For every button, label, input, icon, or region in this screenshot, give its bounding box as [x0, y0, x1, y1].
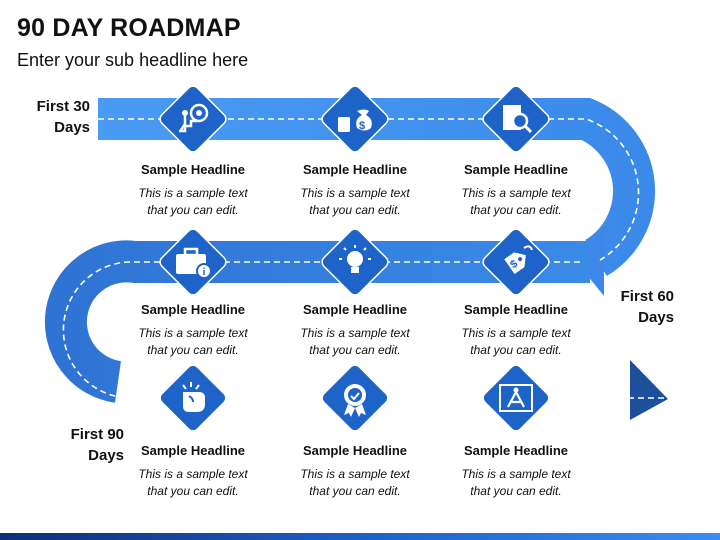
- stage-label-60: First 60 Days: [620, 288, 674, 326]
- road-segment-top: [98, 98, 656, 277]
- milestone-marker-4: i: [159, 228, 227, 296]
- blueprint-compass-icon: [499, 384, 533, 412]
- milestone-marker-3: [482, 85, 550, 153]
- svg-text:i: i: [203, 267, 206, 278]
- lightbulb-icon: [339, 245, 371, 273]
- milestone-marker-7: [159, 364, 227, 432]
- stage-label-90: First 90 Days: [70, 426, 124, 464]
- milestone-marker-6: $: [482, 228, 550, 296]
- briefcase-info-icon: i: [176, 247, 212, 279]
- growth-climb-icon: [179, 103, 209, 133]
- stage-label-30: First 30 Days: [36, 98, 90, 136]
- road-dash-top: [98, 118, 640, 261]
- price-tag-icon: $: [504, 245, 533, 274]
- milestone-marker-8: [321, 364, 389, 432]
- road-arrow-end: [630, 360, 668, 420]
- milestone-marker-5: [321, 228, 389, 296]
- svg-text:$: $: [508, 258, 520, 271]
- award-badge-icon: [344, 384, 366, 417]
- svg-text:$: $: [359, 120, 365, 132]
- footer-bar: [0, 533, 720, 540]
- page-subtitle: Enter your sub headline here: [17, 50, 249, 70]
- milestone-marker-1: [159, 85, 227, 153]
- road-dash-middle: [62, 261, 580, 399]
- fist-icon: [182, 382, 205, 412]
- page-title: 90 DAY ROADMAP: [17, 14, 241, 42]
- milestone-marker-9: [482, 364, 550, 432]
- document-search-icon: [503, 105, 533, 134]
- milestone-marker-2: $: [321, 85, 389, 153]
- money-calculator-icon: $: [338, 109, 372, 132]
- road-arrow-turn: [578, 228, 604, 296]
